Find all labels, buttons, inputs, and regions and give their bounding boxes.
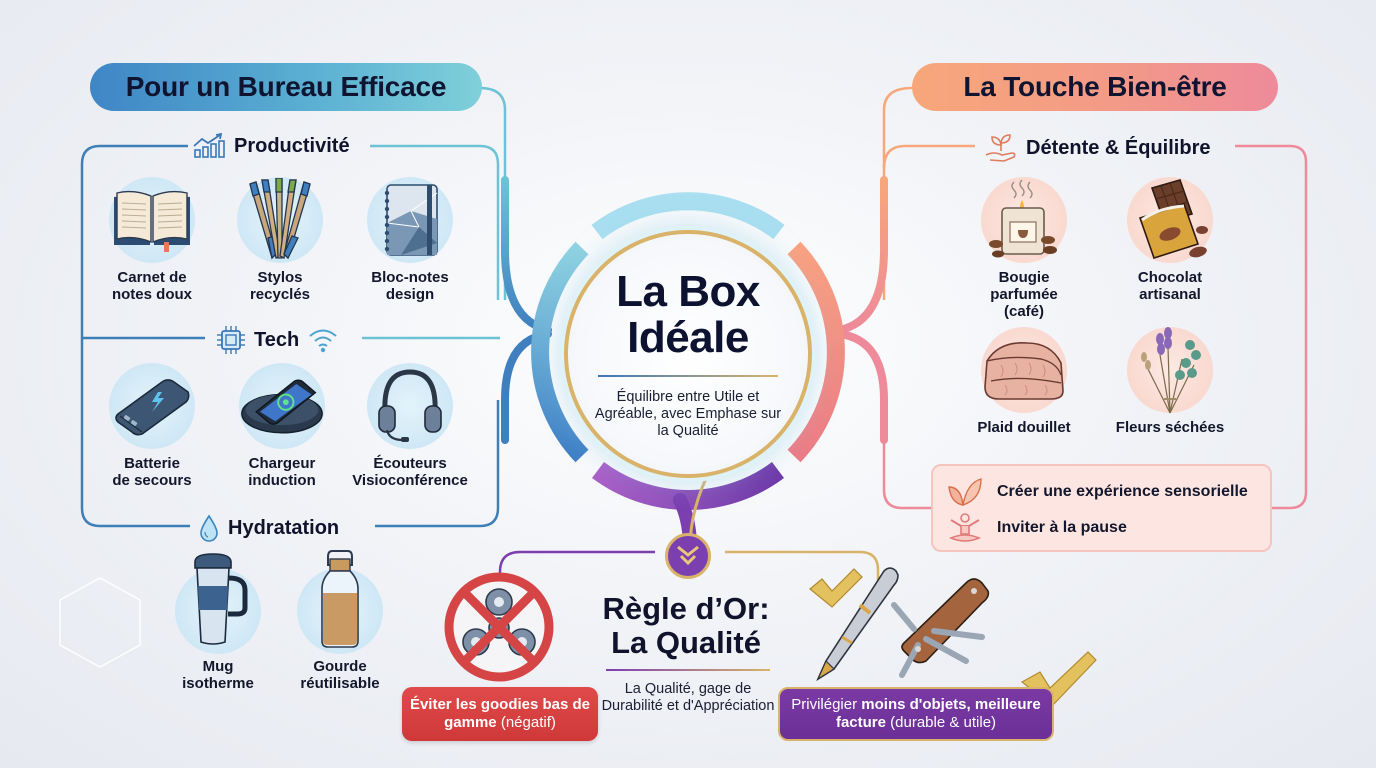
water-drop-icon [200, 514, 218, 542]
golden-rule-divider [606, 669, 770, 671]
chocolate-bar-icon [1127, 177, 1213, 263]
item-batterie-de-secours: Batterie de secours [92, 363, 212, 489]
double-chevron-down-icon [677, 545, 699, 566]
power-bank-icon [109, 363, 195, 449]
item-chargeur-induction: Chargeur induction [222, 363, 342, 489]
item-carnet-de-notes: Carnet de notes doux [92, 177, 212, 303]
item-plaid-douillet: Plaid douillet [964, 327, 1084, 436]
water-bottle-icon [297, 550, 383, 654]
central-subtitle: Équilibre entre Utile et Agréable, avec … [594, 388, 782, 439]
golden-rule-subtitle: La Qualité, gage de Durabilité et d'Appr… [601, 681, 775, 714]
blanket-icon [981, 327, 1067, 413]
branch-title-touche-bien-etre: La Touche Bien-être [912, 63, 1278, 111]
dried-flowers-icon [1127, 327, 1213, 414]
item-bougie-parfumee: Bougie parfumée (café) [964, 177, 1084, 320]
candle-icon [981, 177, 1067, 263]
open-notebook-icon [109, 177, 195, 263]
pen-and-multitool-icon [806, 565, 1006, 683]
golden-rule-title: Règle d’Or: La Qualité [602, 591, 770, 660]
prefer-quality-callout: Privilégier moins d'objets, meilleure fa… [778, 687, 1054, 741]
section-title-productivite: Productivité [186, 133, 356, 159]
leaves-icon [948, 478, 982, 507]
spiral-notepad-icon [367, 177, 453, 263]
travel-mug-icon [175, 553, 261, 654]
section-title-detente-equilibre: Détente & Équilibre [978, 133, 1216, 163]
chip-icon [217, 326, 245, 354]
central-disc: La Box Idéale Équilibre entre Utile et A… [564, 230, 812, 478]
item-bloc-notes-design: Bloc-notes design [350, 177, 470, 303]
item-ecouteurs-visioconference: Écouteurs Visioconférence [350, 363, 470, 489]
benefit-experience-sensorielle: Créer une expérience sensorielle [947, 474, 1256, 510]
item-fleurs-sechees: Fleurs séchées [1110, 327, 1230, 436]
headset-icon [367, 363, 453, 449]
section-title-hydratation: Hydratation [192, 514, 345, 542]
item-chocolat-artisanal: Chocolat artisanal [1110, 177, 1230, 303]
central-node: La Box Idéale Équilibre entre Utile et A… [536, 202, 840, 506]
recycled-pens-icon [237, 177, 323, 263]
hand-sprout-icon [985, 134, 1016, 162]
chevron-down-node [665, 533, 711, 579]
benefits-box: Créer une expérience sensorielle Inviter… [931, 464, 1272, 552]
avoid-cheap-goodies-callout: Éviter les goodies bas de gamme (négatif… [402, 687, 598, 741]
benefit-inviter-a-la-pause: Inviter à la pause [947, 510, 1256, 546]
item-stylos-recycles: Stylos recyclés [220, 177, 340, 303]
branch-title-bureau-efficace: Pour un Bureau Efficace [90, 63, 482, 111]
wireless-charger-icon [239, 363, 325, 449]
section-title-tech: Tech [210, 325, 345, 355]
meditation-icon [948, 513, 982, 542]
growth-chart-icon [193, 133, 225, 158]
item-mug-isotherme: Mug isotherme [158, 553, 278, 692]
wifi-icon [309, 329, 337, 353]
central-divider [598, 374, 778, 377]
forbidden-spinner-icon [444, 572, 554, 682]
item-gourde-reutilisable: Gourde réutilisable [280, 550, 400, 692]
central-title: La Box Idéale [616, 266, 760, 362]
